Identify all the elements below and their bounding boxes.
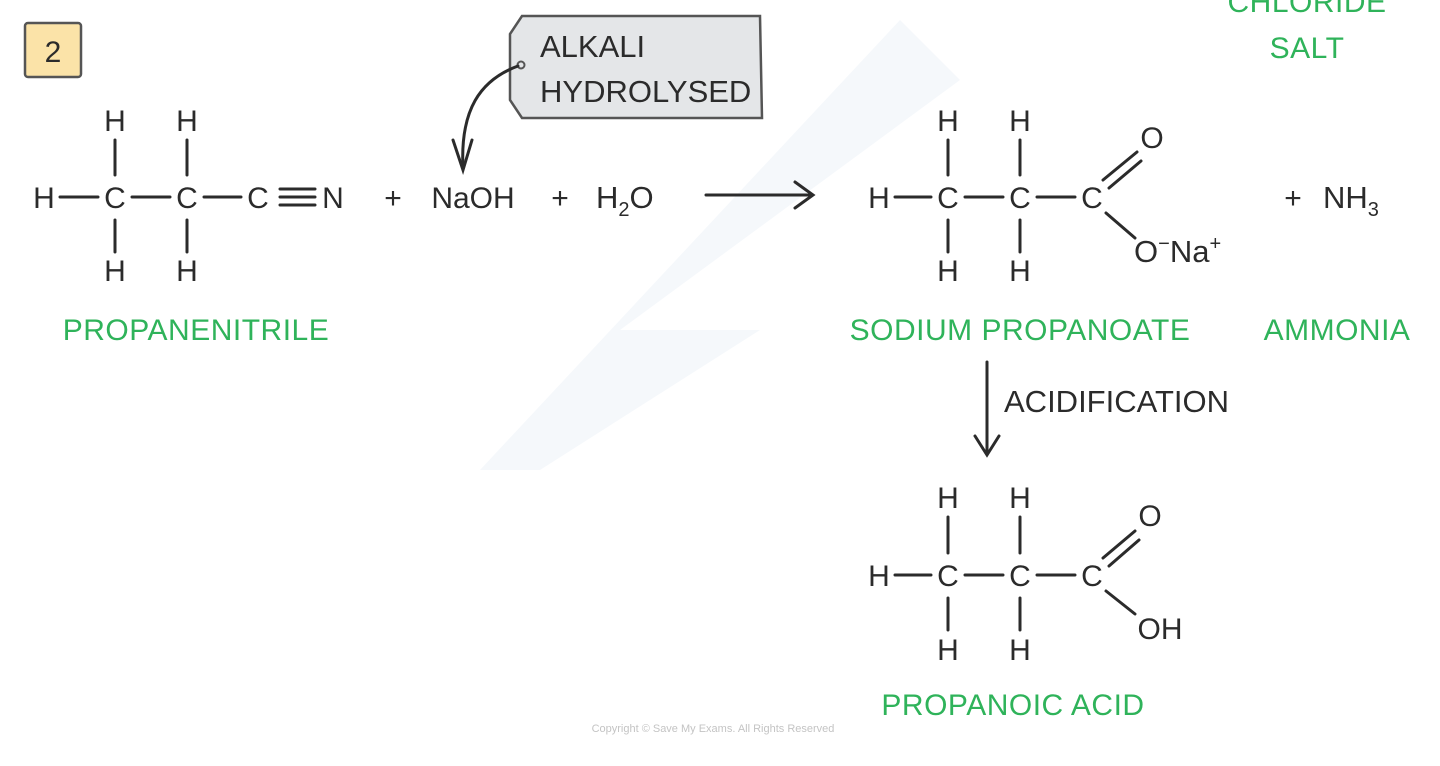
salt-label: SALT: [1270, 32, 1345, 65]
reaction-arrow: [704, 180, 816, 210]
atom-h: H: [1009, 255, 1031, 288]
atom-n: N: [322, 182, 344, 215]
atom-c: C: [1009, 560, 1031, 593]
atom-o: O: [1138, 500, 1161, 533]
hydroxyl-group: OH: [1138, 613, 1183, 646]
atom-h: H: [176, 255, 198, 288]
chloride-label: CHLORIDE: [1227, 0, 1386, 19]
copyright-notice: Copyright © Save My Exams. All Rights Re…: [592, 723, 835, 735]
sodium-propanoate-structure: H C C C O H H H H O−Na+: [868, 105, 1221, 288]
acidification-arrow: [973, 360, 1001, 458]
atom-c: C: [1081, 182, 1103, 215]
ammonia-formula: NH3: [1323, 180, 1379, 221]
propanoic-acid-label: PROPANOIC ACID: [881, 689, 1144, 722]
atom-h: H: [868, 560, 890, 593]
atom-h: H: [104, 255, 126, 288]
tag-line-2: HYDROLYSED: [540, 74, 751, 109]
atom-c: C: [937, 182, 959, 215]
atom-c: C: [1009, 182, 1031, 215]
atom-o: O: [1140, 122, 1163, 155]
plus-sign: +: [551, 182, 569, 215]
atom-c: C: [247, 182, 269, 215]
condition-tag: ALKALI HYDROLYSED: [451, 14, 764, 175]
atom-c: C: [176, 182, 198, 215]
propanenitrile-label: PROPANENITRILE: [63, 314, 330, 347]
plus-sign: +: [384, 182, 402, 215]
tag-line-1: ALKALI: [540, 29, 645, 64]
step-number: 2: [45, 36, 62, 69]
atom-h: H: [937, 255, 959, 288]
atom-h: H: [937, 105, 959, 138]
atom-h: H: [937, 482, 959, 515]
watermark-logo: [480, 20, 960, 470]
water-formula: H2O: [596, 180, 654, 221]
atom-h: H: [104, 105, 126, 138]
naoh-formula: NaOH: [431, 182, 514, 215]
ionic-group: O−Na+: [1134, 233, 1221, 269]
atom-h: H: [1009, 482, 1031, 515]
sodium-propanoate-label: SODIUM PROPANOATE: [850, 314, 1191, 347]
atom-h: H: [868, 182, 890, 215]
curved-arrow: [461, 64, 520, 170]
atom-h: H: [33, 182, 55, 215]
ammonia-label: AMMONIA: [1264, 314, 1411, 347]
plus-sign: +: [1284, 182, 1302, 215]
atom-c: C: [1081, 560, 1103, 593]
atom-h: H: [1009, 105, 1031, 138]
atom-h: H: [937, 634, 959, 667]
atom-h: H: [1009, 634, 1031, 667]
atom-c: C: [104, 182, 126, 215]
atom-c: C: [937, 560, 959, 593]
triple-bond: [278, 187, 317, 207]
propanenitrile-structure: H C C C N H H H H: [33, 105, 344, 288]
acidification-label: ACIDIFICATION: [1004, 384, 1229, 419]
atom-h: H: [176, 105, 198, 138]
arrow-head: [451, 138, 474, 175]
propanoic-acid-structure: H C C C O OH H H H H: [868, 482, 1182, 667]
step-badge: 2: [23, 21, 83, 79]
